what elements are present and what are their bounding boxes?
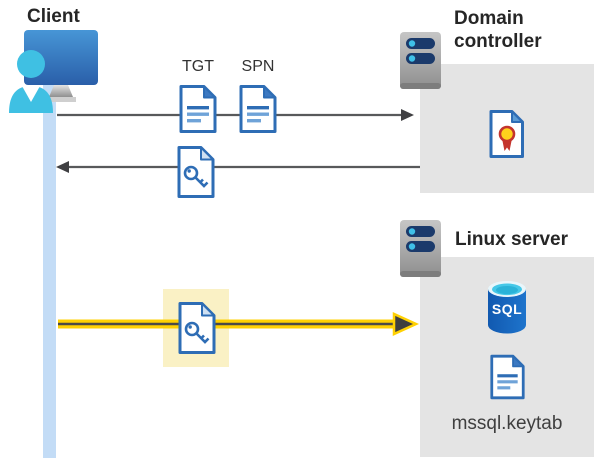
spn-document-icon [239, 85, 277, 133]
highlighted-key-document-icon [178, 302, 216, 354]
auth-arrow [58, 312, 420, 336]
sql-database-label: SQL [491, 301, 523, 317]
sql-database-icon [488, 281, 526, 334]
tgt-label: TGT [182, 58, 214, 75]
certificate-icon [489, 110, 524, 158]
domain-controller-label: Domain controller [454, 8, 542, 52]
keytab-label: mssql.keytab [451, 413, 563, 434]
client-label: Client [27, 6, 80, 27]
service-ticket-document-icon [177, 146, 215, 198]
ticket-response-arrow [56, 161, 420, 173]
domain-controller-server-icon [400, 32, 441, 89]
client-icon [9, 30, 98, 113]
tgt-document-icon [179, 85, 217, 133]
linux-server-icon [400, 220, 441, 277]
linux-server-label: Linux server [455, 229, 568, 250]
spn-label: SPN [241, 58, 275, 75]
keytab-document-icon [490, 354, 525, 400]
client-timeline [43, 84, 56, 458]
ticket-request-arrow [57, 109, 414, 121]
